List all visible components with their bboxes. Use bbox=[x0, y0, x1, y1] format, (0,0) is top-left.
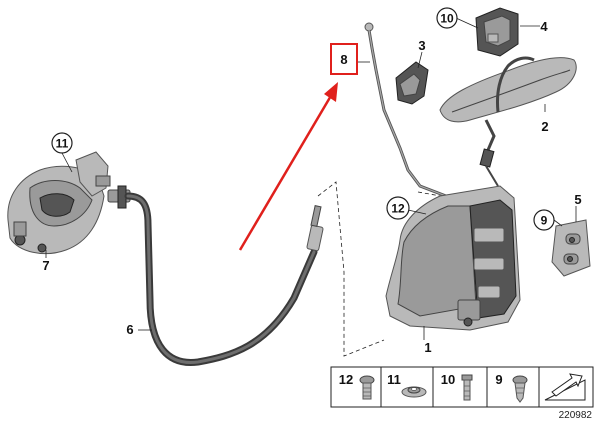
part-2-door-handle bbox=[439, 56, 577, 187]
highlight-arrow bbox=[238, 82, 338, 251]
callout-9-circle[interactable]: 9 bbox=[533, 209, 555, 231]
legend-label-9: 9 bbox=[495, 372, 502, 387]
callout-8-label: 8 bbox=[340, 52, 347, 67]
part-7-latch-housing bbox=[7, 151, 111, 255]
part-5-striker-plate bbox=[551, 219, 591, 277]
part-3-bracket bbox=[395, 61, 429, 105]
pan-screw-icon bbox=[461, 374, 473, 401]
wedge-arrow-icon bbox=[544, 373, 586, 401]
torx-screw-icon bbox=[512, 375, 528, 403]
callout-10-circle[interactable]: 10 bbox=[436, 7, 458, 29]
callout-2[interactable]: 2 bbox=[541, 119, 548, 134]
part-1-door-lock bbox=[385, 185, 521, 331]
legend-label-11: 11 bbox=[387, 372, 401, 387]
fastener-legend: 12 11 10 9 bbox=[330, 366, 594, 408]
callout-10-label: 10 bbox=[440, 12, 454, 26]
reference-number: 220982 bbox=[559, 410, 593, 421]
callout-4[interactable]: 4 bbox=[540, 19, 548, 34]
callout-9-label: 9 bbox=[541, 214, 548, 228]
callout-12-circle[interactable]: 12 bbox=[386, 196, 410, 220]
callout-1[interactable]: 1 bbox=[424, 340, 431, 355]
callout-12-label: 12 bbox=[391, 202, 405, 216]
callout-7[interactable]: 7 bbox=[42, 258, 49, 273]
callout-11-label: 11 bbox=[56, 137, 69, 151]
callout-6[interactable]: 6 bbox=[126, 322, 133, 337]
leader-lines bbox=[45, 17, 577, 340]
part-8-control-rod bbox=[364, 22, 447, 198]
legend-label-10: 10 bbox=[441, 372, 455, 387]
callout-8[interactable]: 8 bbox=[330, 43, 358, 75]
callout-3[interactable]: 3 bbox=[418, 38, 425, 53]
callout-5[interactable]: 5 bbox=[574, 192, 581, 207]
part-6-bowden-cable bbox=[107, 185, 324, 366]
callout-11-circle[interactable]: 11 bbox=[51, 132, 73, 154]
washer-nut-icon bbox=[401, 386, 427, 398]
part-4-holder bbox=[475, 7, 519, 57]
legend-label-12: 12 bbox=[339, 372, 353, 387]
torx-bolt-icon bbox=[359, 375, 375, 400]
